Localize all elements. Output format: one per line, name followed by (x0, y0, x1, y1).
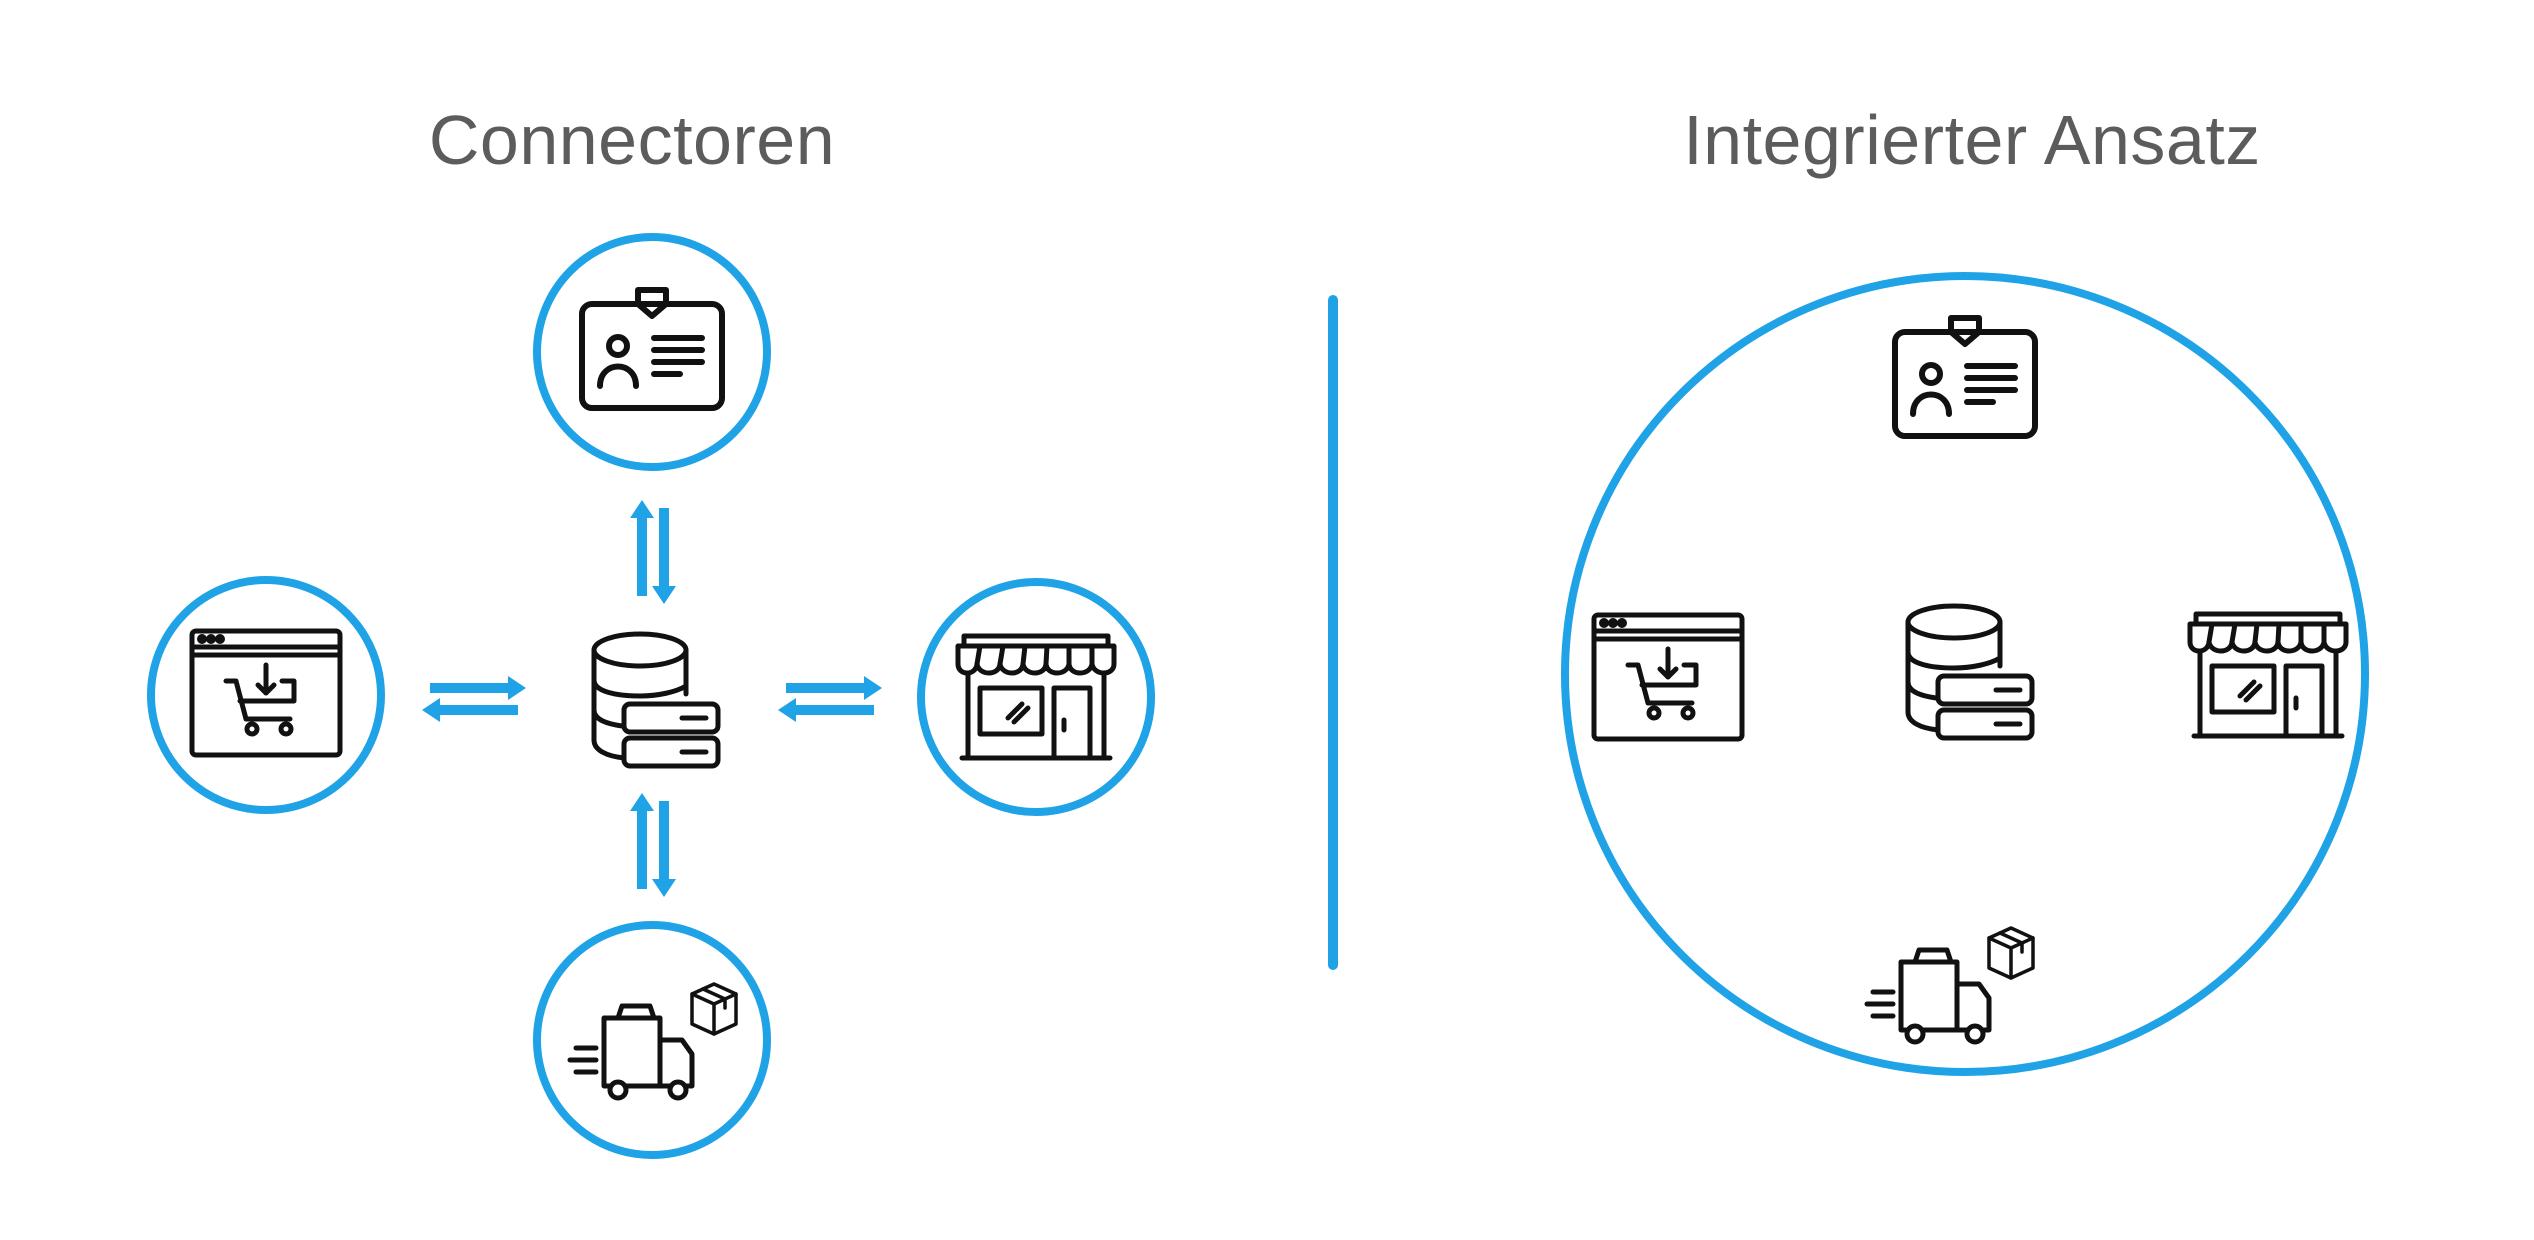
database-server-icon (1908, 606, 2032, 738)
title-integrierter-ansatz: Integrierter Ansatz (1683, 101, 2261, 179)
database-server-icon (594, 634, 718, 766)
title-connectoren: Connectoren (428, 101, 836, 179)
hr-node (533, 233, 771, 471)
arrow-database-logistics (630, 793, 676, 897)
id-badge-icon (1895, 318, 2035, 436)
storefront-icon (2190, 614, 2346, 736)
id-badge-icon (582, 290, 722, 408)
logistics-node (533, 921, 771, 1159)
arrow-hr-database (630, 500, 676, 604)
browser-cart-icon (1594, 615, 1742, 739)
arrow-database-store (778, 676, 882, 722)
store-node-ring (917, 578, 1155, 816)
delivery-truck-icon (1867, 928, 2033, 1042)
store-node (917, 578, 1155, 816)
connector-diagram (147, 233, 1155, 1159)
webshop-node (147, 576, 385, 814)
arrow-webshop-database (422, 676, 526, 722)
integrated-ring (1561, 272, 2369, 1076)
integrated-diagram (1561, 272, 2369, 1076)
storefront-icon (958, 636, 1114, 758)
delivery-truck-icon (570, 984, 736, 1098)
logistics-node-ring (533, 921, 771, 1159)
browser-cart-icon (192, 631, 340, 755)
webshop-node-ring (147, 576, 385, 814)
hr-node-ring (533, 233, 771, 471)
